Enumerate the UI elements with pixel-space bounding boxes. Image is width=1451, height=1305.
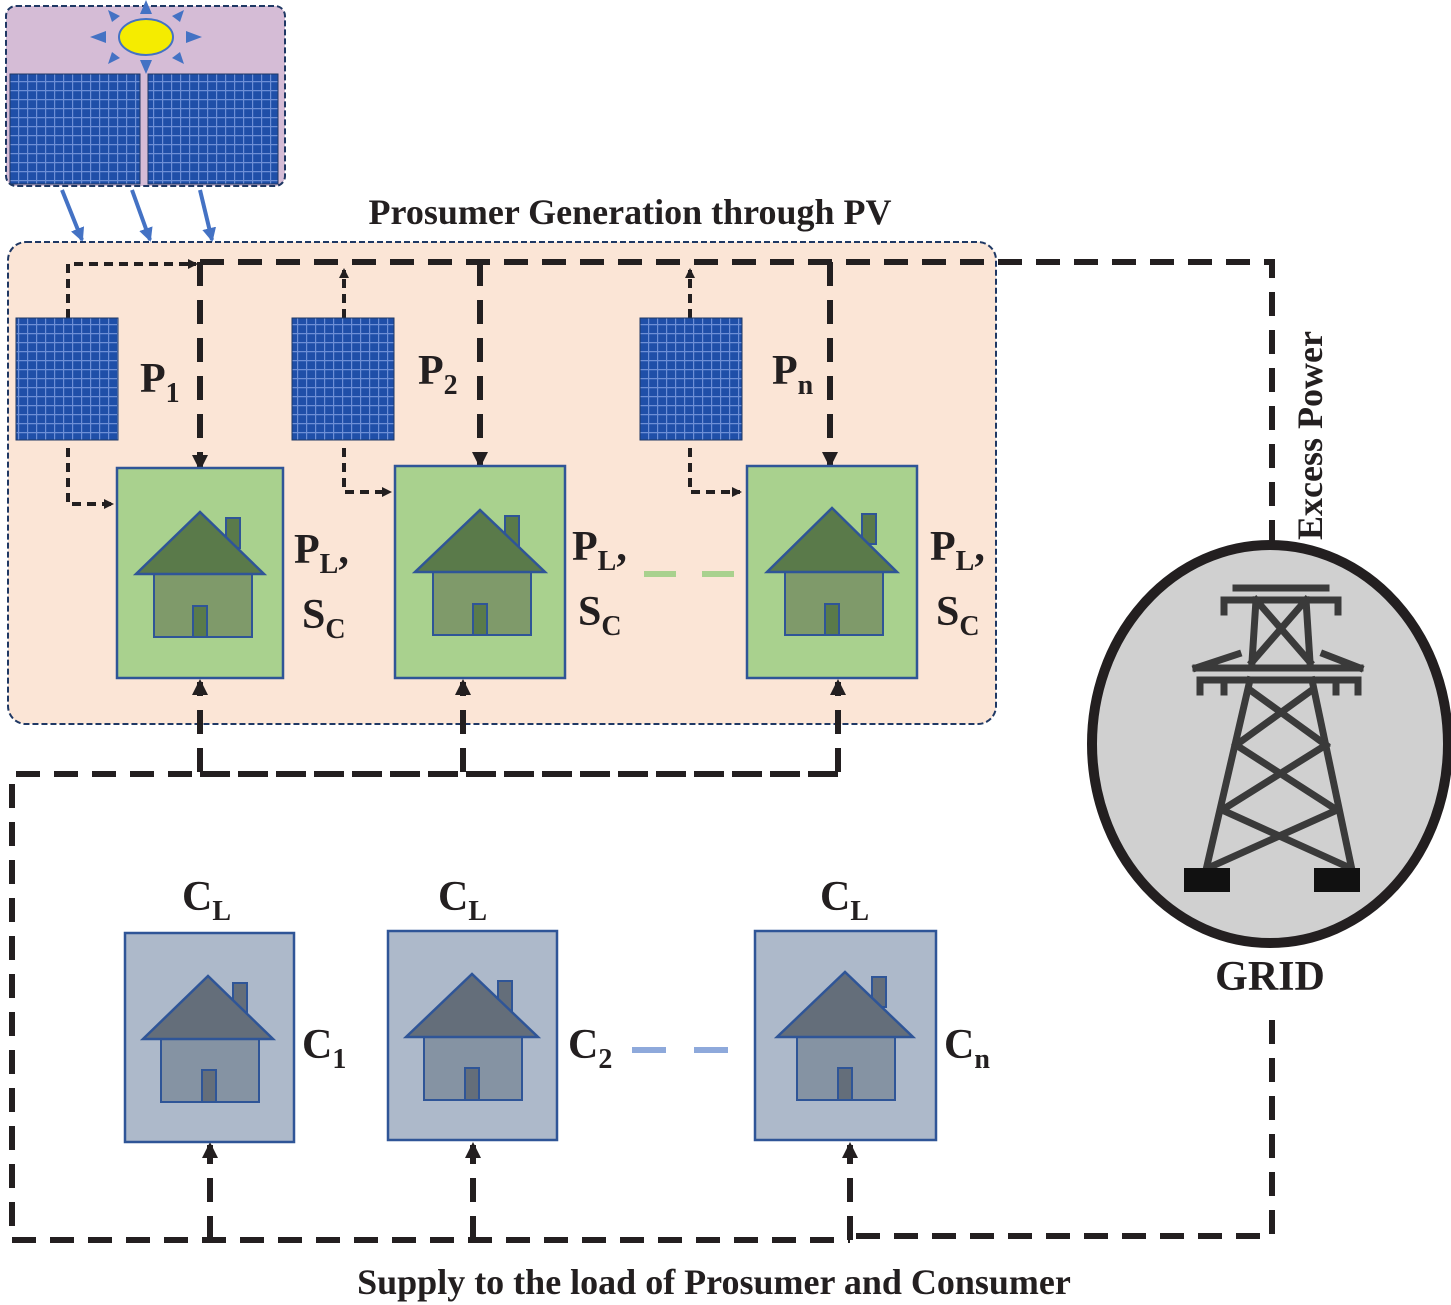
- prosumer-label: Pn: [772, 348, 814, 401]
- consumer-id-label: C2: [568, 1022, 612, 1075]
- house-icon: [773, 970, 917, 1101]
- load-label: PL,: [930, 524, 985, 577]
- storage-label: SC: [936, 589, 980, 642]
- prosumer-house-n: [745, 464, 919, 680]
- house-icon: [763, 506, 901, 636]
- house-icon: [411, 508, 549, 636]
- grid-label: GRID: [1215, 954, 1325, 1000]
- prosumer-house-2: [393, 464, 567, 680]
- house-icon: [132, 510, 268, 638]
- storage-label: SC: [302, 592, 346, 645]
- consumer-house-n: [753, 929, 938, 1142]
- bottom-caption: Supply to the load of Prosumer and Consu…: [357, 1262, 1071, 1302]
- pv-panel-icon: [147, 73, 279, 185]
- consumer-load-label: CL: [820, 874, 869, 927]
- pv-panel-icon: [15, 317, 119, 441]
- load-label: PL,: [572, 524, 627, 577]
- sun-icon: [90, 0, 202, 74]
- load-label: PL,: [294, 527, 349, 580]
- prosumer-label: P2: [418, 348, 458, 401]
- diagram-title: Prosumer Generation through PV: [369, 192, 892, 232]
- excess-power-label: Excess Power: [1290, 331, 1330, 540]
- storage-label: SC: [578, 589, 622, 642]
- consumer-load-label: CL: [182, 874, 231, 927]
- consumer-house-2: [386, 929, 559, 1142]
- house-icon: [402, 972, 542, 1101]
- grid-tower-icon: [1087, 540, 1451, 948]
- prosumer-label: P1: [140, 356, 180, 409]
- consumer-house-1: [123, 931, 296, 1144]
- pv-flow-lines: [66, 259, 742, 509]
- house-icon: [139, 974, 277, 1103]
- irradiance-arrows: [60, 189, 217, 242]
- pv-sun-panel: [5, 0, 286, 187]
- pv-panel-icon: [9, 73, 141, 185]
- consumer-load-label: CL: [438, 874, 487, 927]
- consumer-id-label: Cn: [944, 1022, 990, 1075]
- prosumer-house-1: [115, 466, 285, 680]
- consumer-id-label: C1: [302, 1022, 346, 1075]
- main-bus-lines: [9, 259, 1280, 1243]
- pv-panel-icon: [639, 317, 743, 441]
- pv-panel-icon: [291, 317, 395, 441]
